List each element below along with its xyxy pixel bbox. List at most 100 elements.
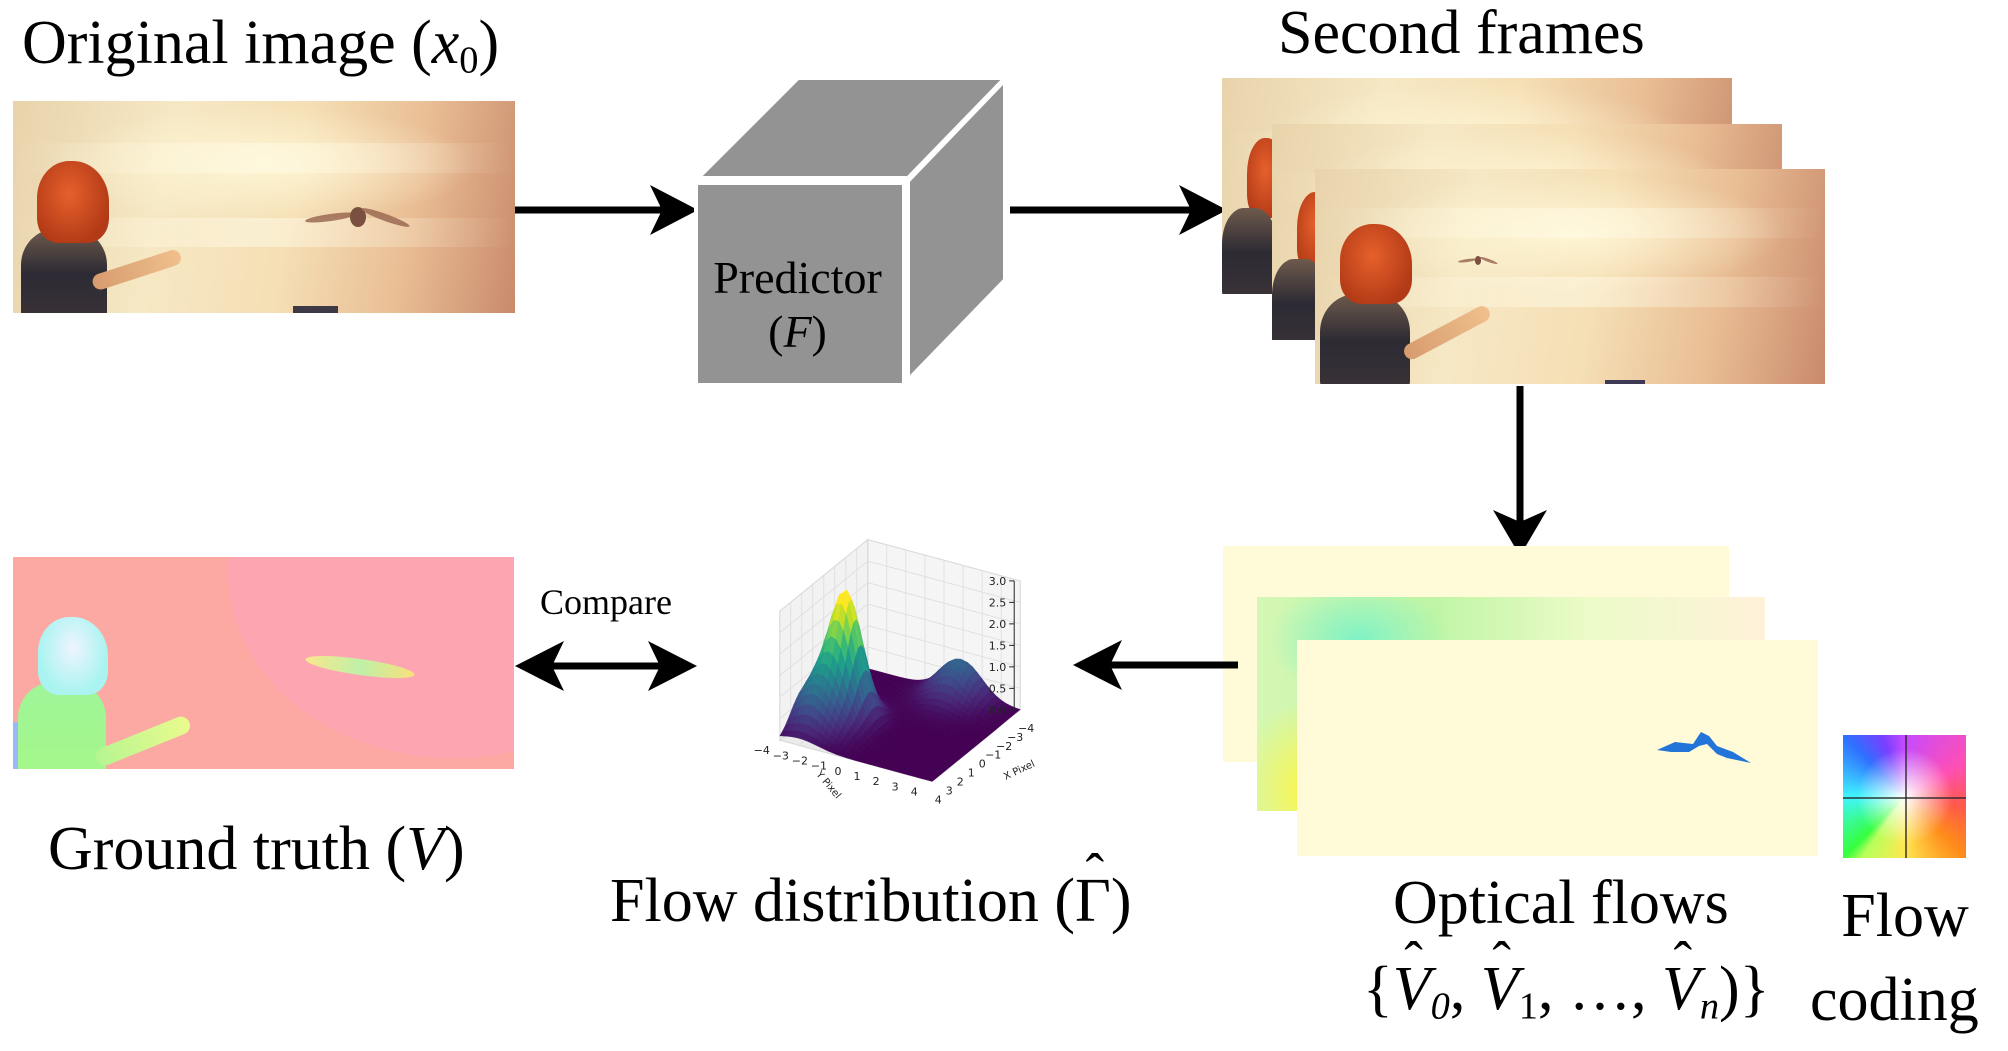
compare-arrow bbox=[515, 641, 697, 691]
v-hat-symbol: V bbox=[1481, 958, 1519, 1020]
x-tick-label: −3 bbox=[1007, 731, 1023, 744]
character-figure bbox=[1222, 208, 1277, 294]
subscript-n: n bbox=[1699, 985, 1720, 1028]
compare-label: Compare bbox=[540, 582, 672, 622]
original-image bbox=[13, 101, 515, 313]
gt-sky-region bbox=[228, 557, 514, 759]
z-tick-label: 2.0 bbox=[989, 618, 1007, 631]
v-symbol: V bbox=[406, 815, 445, 883]
flow-coding-line2: coding bbox=[1810, 966, 1979, 1034]
z-tick-label: 1.5 bbox=[989, 639, 1007, 652]
x-symbol: x bbox=[431, 9, 460, 77]
close-paren: ) bbox=[478, 9, 500, 77]
set-close-brace: )} bbox=[1719, 955, 1770, 1023]
ground-object bbox=[1605, 380, 1645, 384]
ground-truth-image bbox=[13, 557, 514, 769]
f-symbol: F bbox=[783, 306, 812, 357]
flow-coding-label: Flow coding bbox=[1810, 882, 1979, 1031]
separator: , bbox=[1537, 955, 1569, 1023]
v-hat-symbol: V bbox=[1662, 958, 1700, 1020]
set-open-brace: { bbox=[1363, 955, 1393, 1023]
flow-bird-shape bbox=[1657, 732, 1751, 763]
original-image-label-text: Original image ( bbox=[22, 9, 432, 77]
x-tick-label: 0 bbox=[979, 758, 986, 771]
y-tick-label: −2 bbox=[792, 754, 808, 767]
v-hat-symbol: V bbox=[1393, 958, 1431, 1020]
grid-line bbox=[779, 625, 1021, 698]
flow-coding-line1: Flow bbox=[1841, 882, 1969, 950]
arrow-to-optical-flows bbox=[1493, 386, 1547, 556]
x-tick-label: −1 bbox=[985, 749, 1001, 762]
dragon-figure bbox=[305, 199, 411, 237]
character-figure bbox=[21, 229, 107, 313]
flow-color-wheel bbox=[1843, 735, 1966, 858]
predictor-label: Predictor (F) bbox=[700, 255, 895, 355]
x-subscript: 0 bbox=[459, 39, 479, 82]
character-hair bbox=[37, 161, 109, 243]
flow-distribution-text: Flow distribution ( bbox=[610, 867, 1076, 935]
y-tick-label: −4 bbox=[754, 744, 770, 757]
subscript-0: 0 bbox=[1430, 985, 1450, 1028]
y-tick-label: 0 bbox=[835, 765, 842, 778]
predictor-symbol: (F) bbox=[700, 309, 895, 355]
z-tick-label: 0.5 bbox=[989, 682, 1007, 695]
x-tick-label: 3 bbox=[946, 784, 953, 797]
subscript-1: 1 bbox=[1518, 985, 1538, 1028]
character-hair bbox=[1340, 224, 1412, 304]
optical-flow-3 bbox=[1297, 640, 1818, 856]
ellipsis: … bbox=[1568, 955, 1631, 1023]
second-frame-3 bbox=[1315, 169, 1825, 384]
surface-patch bbox=[926, 777, 936, 782]
x-tick-label: −4 bbox=[1018, 722, 1034, 735]
x-tick-label: 1 bbox=[968, 767, 975, 780]
y-tick-label: 1 bbox=[854, 770, 861, 783]
arrow-to-predictor bbox=[515, 185, 698, 235]
ground-object bbox=[293, 306, 338, 313]
y-tick-label: −1 bbox=[811, 760, 827, 773]
x-axis-label: X Pixel bbox=[1002, 759, 1037, 783]
z-tick-label: 1.0 bbox=[989, 661, 1007, 674]
close-paren: ) bbox=[1110, 867, 1132, 935]
character-figure bbox=[1320, 294, 1410, 384]
grid-line bbox=[779, 582, 1021, 655]
x-tick-label: 2 bbox=[957, 776, 964, 789]
original-image-label: Original image (x0) bbox=[22, 12, 499, 80]
predictor-label-line1: Predictor bbox=[713, 252, 882, 303]
x-tick-label: 4 bbox=[935, 793, 942, 806]
flow-distribution-label: Flow distribution (Γ) bbox=[610, 870, 1132, 932]
arrow-to-second-frames bbox=[1010, 185, 1227, 235]
second-frames-label: Second frames bbox=[1278, 0, 1645, 67]
predictor-cube bbox=[693, 75, 1010, 387]
y-tick-label: −3 bbox=[773, 749, 789, 762]
arrow-to-flow-distribution bbox=[1073, 640, 1238, 690]
z-tick-label: 2.5 bbox=[989, 596, 1007, 609]
open-paren: ( bbox=[768, 306, 784, 357]
gamma-hat-symbol: Γ bbox=[1075, 870, 1111, 932]
dragon-figure bbox=[1458, 253, 1498, 269]
gt-hair-region bbox=[38, 617, 108, 695]
z-tick-label: 0.0 bbox=[989, 704, 1007, 717]
chart-surface bbox=[779, 589, 1021, 782]
gt-arm-region bbox=[93, 713, 193, 769]
optical-flows-label: Optical flows bbox=[1393, 869, 1729, 937]
cube-front-face bbox=[694, 181, 906, 387]
y-tick-label: 2 bbox=[873, 775, 880, 788]
y-tick-label: 3 bbox=[892, 780, 899, 793]
separator: , bbox=[1630, 955, 1662, 1023]
character-arm bbox=[1401, 303, 1493, 363]
gt-body-region bbox=[18, 682, 106, 769]
close-paren: ) bbox=[444, 815, 465, 883]
ground-truth-label: Ground truth (V) bbox=[48, 818, 465, 880]
y-tick-label: 4 bbox=[911, 785, 918, 798]
x-tick-label: −2 bbox=[996, 740, 1012, 753]
ground-truth-text: Ground truth ( bbox=[48, 815, 407, 883]
separator: , bbox=[1449, 955, 1481, 1023]
z-tick-label: 3.0 bbox=[989, 575, 1007, 588]
grid-line bbox=[779, 539, 1021, 612]
optical-flows-set: {V0, V1, …, Vn)} bbox=[1363, 958, 1769, 1026]
grid-line bbox=[779, 560, 1021, 633]
grid-line bbox=[779, 603, 1021, 676]
cube-side-face bbox=[906, 75, 1007, 385]
close-paren: ) bbox=[811, 306, 827, 357]
